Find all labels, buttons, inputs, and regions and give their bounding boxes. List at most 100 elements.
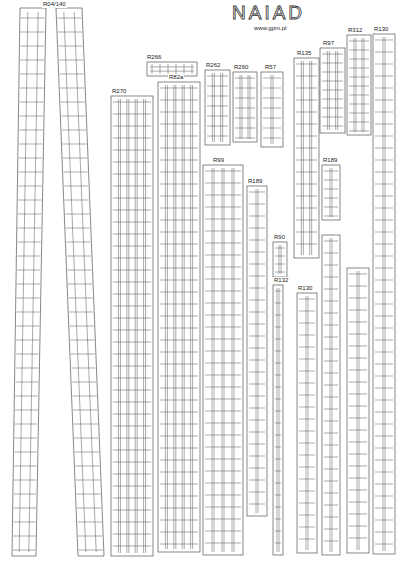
rail-stroke — [263, 108, 281, 109]
rail-stroke — [322, 108, 343, 109]
rail-stroke — [275, 543, 281, 544]
rail-outline — [320, 48, 345, 133]
rail-stroke — [258, 189, 259, 513]
rail-stroke — [113, 510, 151, 511]
rail-outline — [247, 186, 267, 516]
rail-stroke — [222, 73, 223, 142]
part-number: R82a — [168, 74, 184, 81]
rail-stroke — [65, 200, 89, 201]
rail-stroke — [375, 172, 393, 173]
rail-stroke — [205, 267, 241, 268]
rail-stroke — [20, 60, 44, 61]
rail-stroke — [160, 400, 198, 401]
rail-stroke — [375, 148, 393, 149]
rail-stroke — [296, 88, 317, 89]
rail-outline — [111, 96, 153, 556]
rail-stroke — [113, 342, 151, 343]
rail-stroke — [20, 88, 44, 89]
rail-stroke — [375, 424, 393, 425]
rail-stroke — [375, 232, 393, 233]
rail-stroke — [322, 126, 343, 127]
rail-stroke — [322, 54, 343, 55]
rail-stroke — [375, 208, 393, 209]
rail-stroke — [375, 268, 393, 269]
rail-stroke — [160, 160, 198, 161]
rail-stroke — [249, 456, 265, 457]
part-number: R312 — [347, 27, 363, 34]
rail-stroke — [349, 322, 367, 323]
rail-stroke — [324, 241, 338, 242]
rail-stroke — [324, 541, 338, 542]
rail-stroke — [301, 61, 302, 255]
rail-stroke — [70, 326, 94, 327]
rail-stroke — [160, 508, 198, 509]
rail-stroke — [113, 270, 151, 271]
rail-stroke — [160, 232, 198, 233]
rail-stroke — [349, 68, 369, 69]
rail-stroke — [324, 253, 338, 254]
rail-outline — [56, 8, 104, 556]
rail-stroke — [296, 244, 317, 245]
rail-stroke — [113, 198, 151, 199]
rail-stroke — [275, 411, 281, 412]
rail-stroke — [250, 75, 251, 139]
rail-stroke — [160, 352, 198, 353]
rail-stroke — [375, 496, 393, 497]
rail-stroke — [207, 106, 228, 107]
rail-stroke — [207, 76, 228, 77]
rail-stroke — [78, 536, 102, 537]
rail-stroke — [275, 399, 281, 400]
rail-outline — [347, 268, 369, 553]
rail-stroke — [160, 316, 198, 317]
rail-stroke — [375, 544, 393, 545]
part-number: R260 — [233, 64, 249, 71]
rail-stroke — [19, 172, 42, 173]
rail-stroke — [235, 108, 255, 109]
rail-stroke — [375, 280, 393, 281]
rail-stroke — [296, 196, 317, 197]
rail-stroke — [60, 74, 84, 75]
rail-stroke — [160, 472, 198, 473]
rail-stroke — [349, 334, 367, 335]
rail-stroke — [68, 284, 92, 285]
rail-stroke — [126, 99, 127, 553]
rail-stroke — [205, 423, 241, 424]
rail-stroke — [165, 85, 166, 549]
rail-stroke — [299, 395, 315, 396]
rail-stroke — [113, 186, 151, 187]
rail-stroke — [205, 171, 241, 172]
rail-stroke — [349, 466, 367, 467]
rail-stroke — [375, 364, 393, 365]
rail-stroke — [118, 99, 119, 553]
rail-stroke — [113, 282, 151, 283]
rail-stroke — [349, 104, 369, 105]
rail-stroke — [205, 387, 241, 388]
rail-stroke — [160, 484, 198, 485]
rail-stroke — [205, 231, 241, 232]
rail-stroke — [160, 328, 198, 329]
rail-stroke — [175, 85, 176, 549]
rail-stroke — [311, 61, 312, 255]
rail-stroke — [309, 61, 310, 255]
rail-stroke — [275, 459, 281, 460]
rail-stroke — [160, 424, 198, 425]
rail-stroke — [324, 505, 338, 506]
rail-stroke — [324, 189, 338, 190]
rail-stroke — [375, 304, 393, 305]
rail-stroke — [205, 207, 241, 208]
rail-stroke — [61, 102, 85, 103]
rail-stroke — [275, 519, 281, 520]
rail-stroke — [18, 200, 41, 201]
rail-stroke — [275, 272, 285, 273]
rail-stroke — [20, 46, 44, 47]
rail-stroke — [232, 168, 233, 552]
rail-stroke — [205, 543, 241, 544]
rail-outline — [294, 58, 319, 258]
rail-stroke — [212, 168, 213, 552]
rail-stroke — [160, 448, 198, 449]
rail-stroke — [306, 296, 307, 550]
rail-stroke — [207, 86, 228, 87]
rail-stroke — [324, 198, 338, 199]
rail-stroke — [19, 158, 42, 159]
